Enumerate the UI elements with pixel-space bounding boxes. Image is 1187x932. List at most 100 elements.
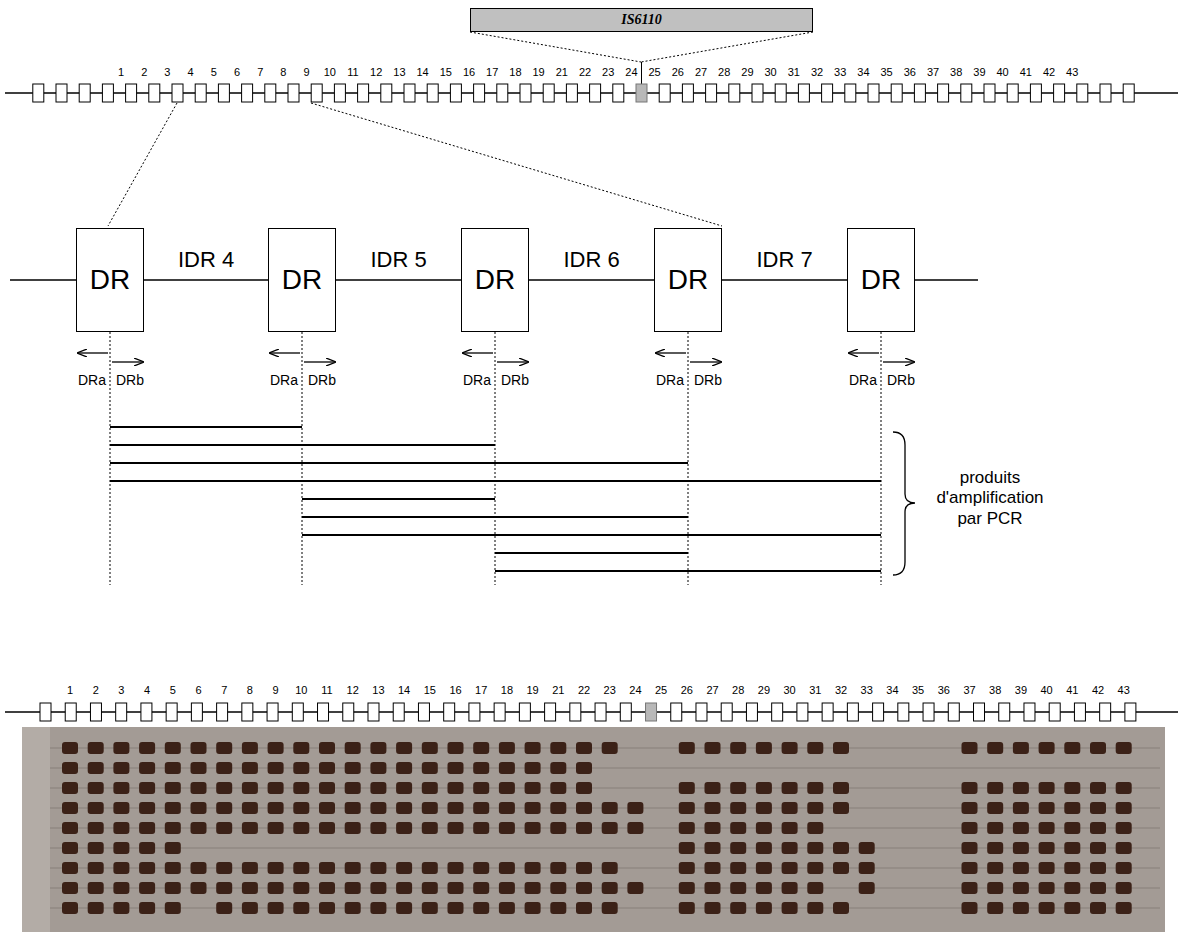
repeat-label: DR: [861, 264, 901, 296]
spacer-box: [797, 703, 808, 721]
hybridization-dot: [1064, 822, 1080, 834]
hybridization-dot: [319, 742, 335, 754]
hybridization-dot: [499, 882, 515, 894]
hybridization-dot: [782, 782, 798, 794]
spacer-number: 11: [347, 66, 358, 79]
spacer-box: [334, 84, 345, 102]
pcr-product: [302, 516, 688, 518]
spacer-box: [636, 84, 647, 102]
spacer-number: 21: [552, 684, 564, 697]
hybridization-dot: [499, 902, 515, 914]
hybridization-dot: [807, 842, 823, 854]
hybridization-dot: [88, 802, 104, 814]
hybridization-dot: [576, 782, 592, 794]
hybridization-dot: [782, 822, 798, 834]
hybridization-dot: [576, 742, 592, 754]
spacer-box: [914, 84, 925, 102]
spacer-box: [404, 84, 415, 102]
hybridization-dot: [62, 762, 78, 774]
hybridization-dot: [113, 842, 129, 854]
primer-arrow: [883, 361, 914, 362]
spacer-number: 11: [321, 684, 332, 697]
hybridization-dot: [216, 782, 232, 794]
spacer-number: 38: [989, 684, 1001, 697]
bracket-note: produits d'amplification par PCR: [922, 468, 1058, 529]
spacer-box: [659, 84, 670, 102]
hybridization-dot: [448, 762, 464, 774]
hybridization-dot: [422, 802, 438, 814]
spacer-number: 9: [304, 66, 310, 79]
hybridization-dot: [705, 802, 721, 814]
hybridization-dot: [1039, 842, 1055, 854]
hybridization-dot: [705, 842, 721, 854]
zoom-line: [641, 32, 813, 62]
spacer-box: [822, 703, 833, 721]
primer-arrows: [78, 353, 914, 362]
spacer-box: [311, 84, 322, 102]
hybridization-dot: [345, 862, 361, 874]
hybridization-dot: [113, 782, 129, 794]
dr-box: DR: [654, 228, 722, 332]
spacer-box: [646, 703, 657, 721]
hybridization-dot: [730, 842, 746, 854]
primer-arrow: [497, 361, 528, 362]
hybridization-dot: [782, 862, 798, 874]
spacer-number: 6: [234, 66, 240, 79]
hybridization-dot: [987, 822, 1003, 834]
spacer-number: 33: [834, 66, 846, 79]
spacer-number: 43: [1118, 684, 1130, 697]
primer-name: DRa: [463, 372, 491, 388]
hybridization-dot: [833, 742, 849, 754]
locus-line: [915, 279, 978, 280]
spacer-box: [923, 703, 934, 721]
primer-name: DRb: [501, 372, 529, 388]
spacer-label: IDR 4: [178, 247, 234, 272]
hybridization-dot: [242, 902, 258, 914]
spacer-number: 38: [950, 66, 962, 79]
hybridization-dot: [756, 862, 772, 874]
spacer-number: 15: [424, 684, 436, 697]
hybridization-dot: [139, 742, 155, 754]
spacer-box: [1054, 84, 1065, 102]
hybridization-dot: [242, 782, 258, 794]
spacer-number: 6: [195, 684, 201, 697]
repeat-label: DR: [475, 264, 515, 296]
spacer-number: 7: [221, 684, 227, 697]
hybridization-dot: [268, 822, 284, 834]
spacer-number: 3: [164, 66, 170, 79]
hybridization-dot: [422, 822, 438, 834]
hybridization-dot: [756, 822, 772, 834]
spacer-box: [1123, 84, 1134, 102]
guide-lines: [110, 332, 881, 585]
spacer-number: 41: [1066, 684, 1078, 697]
hybridization-dot: [1013, 822, 1029, 834]
spacer-box: [520, 84, 531, 102]
hybridization-dot: [550, 782, 566, 794]
hybridization-dot: [1064, 902, 1080, 914]
spacer-connector: [529, 279, 654, 280]
hybridization-dot: [987, 882, 1003, 894]
guide-line: [110, 332, 111, 585]
hybridization-dot: [139, 762, 155, 774]
hybridization-dot: [62, 822, 78, 834]
hybridization-dot: [833, 862, 849, 874]
spacer-box: [149, 84, 160, 102]
hybridization-dot: [1064, 782, 1080, 794]
hybridization-dot: [679, 802, 695, 814]
spacer-box: [671, 703, 682, 721]
hybridization-dot: [525, 882, 541, 894]
guide-line: [881, 332, 882, 585]
hybridization-dot: [370, 862, 386, 874]
hybridization-dot: [216, 742, 232, 754]
hybridization-dot: [499, 862, 515, 874]
hybridization-dot: [627, 822, 643, 834]
spacer-box: [116, 703, 127, 721]
spacer-box: [566, 84, 577, 102]
spacer-box: [721, 703, 732, 721]
spacer-box: [729, 84, 740, 102]
spacer-number: 27: [695, 66, 707, 79]
spacer-number: 24: [629, 684, 641, 697]
spacer-box: [242, 703, 253, 721]
spacer-number: 41: [1020, 66, 1032, 79]
pcr-product: [495, 570, 881, 572]
